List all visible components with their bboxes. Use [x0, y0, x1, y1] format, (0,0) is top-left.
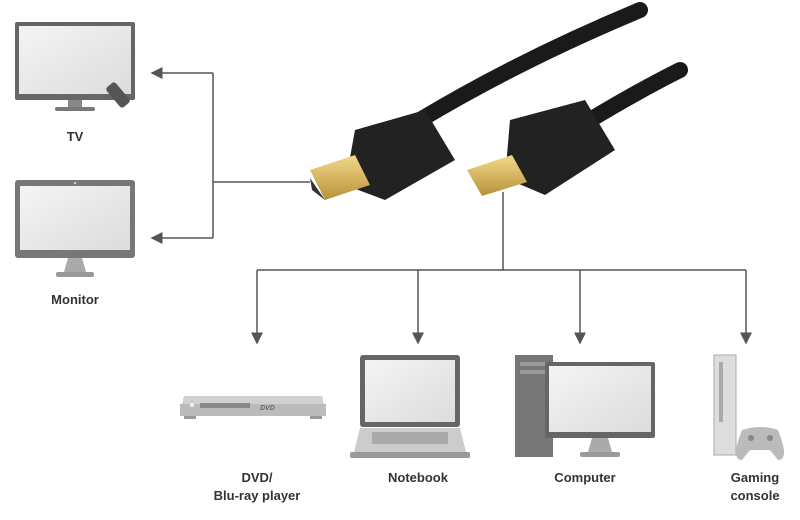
gaming-console-icon — [713, 354, 784, 460]
computer-icon — [515, 355, 655, 457]
tv-label: TV — [66, 129, 84, 144]
console-label-line1: Gaming — [730, 470, 780, 485]
line-to-displays — [212, 73, 310, 238]
tv-icon — [15, 22, 135, 111]
dvd-label: DVD/ Blu-ray player — [214, 469, 301, 505]
dvd-label-line2: Blu-ray player — [213, 488, 301, 503]
monitor-label: Monitor — [51, 292, 99, 307]
console-label-line2: console — [730, 488, 780, 503]
dvd-logo: DVD — [260, 405, 275, 412]
monitor-icon — [15, 180, 135, 277]
connection-lines — [150, 67, 752, 345]
hdmi-cable-image — [310, 2, 688, 200]
dvd-player-icon: DVD — [180, 396, 326, 419]
dvd-label-line1: DVD/ — [241, 470, 273, 485]
hdmi-connector-right — [467, 100, 615, 196]
console-label: Gaming console — [730, 469, 779, 505]
notebook-icon — [350, 355, 470, 458]
computer-label: Computer — [554, 470, 616, 485]
notebook-label: Notebook — [388, 470, 448, 485]
hdmi-connector-left — [310, 110, 455, 200]
line-to-sources — [257, 192, 746, 271]
